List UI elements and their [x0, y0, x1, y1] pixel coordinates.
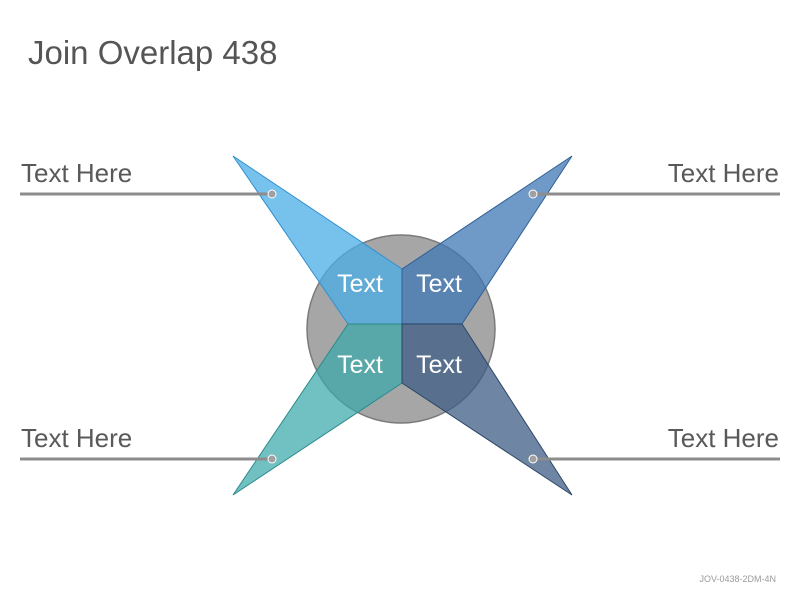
footer-code: JOV-0438-2DM-4N	[699, 574, 776, 584]
connector-dot-bottom-right	[528, 454, 538, 464]
petal-bottom-right	[401, 323, 573, 496]
connector-dot-top-right	[528, 189, 538, 199]
center-text-top-right: Text	[416, 270, 462, 298]
center-text-top-left: Text	[337, 270, 383, 298]
center-text-bottom-left: Text	[337, 351, 383, 379]
page-title: Join Overlap 438	[28, 34, 278, 71]
label-top-left: Text Here	[21, 158, 133, 188]
center-text-bottom-right: Text	[416, 351, 462, 379]
label-top-right: Text Here	[667, 158, 779, 188]
label-bottom-left: Text Here	[21, 423, 133, 453]
connector-dot-bottom-left	[267, 454, 277, 464]
connector-dot-top-left	[267, 189, 277, 199]
label-bottom-right: Text Here	[667, 423, 779, 453]
